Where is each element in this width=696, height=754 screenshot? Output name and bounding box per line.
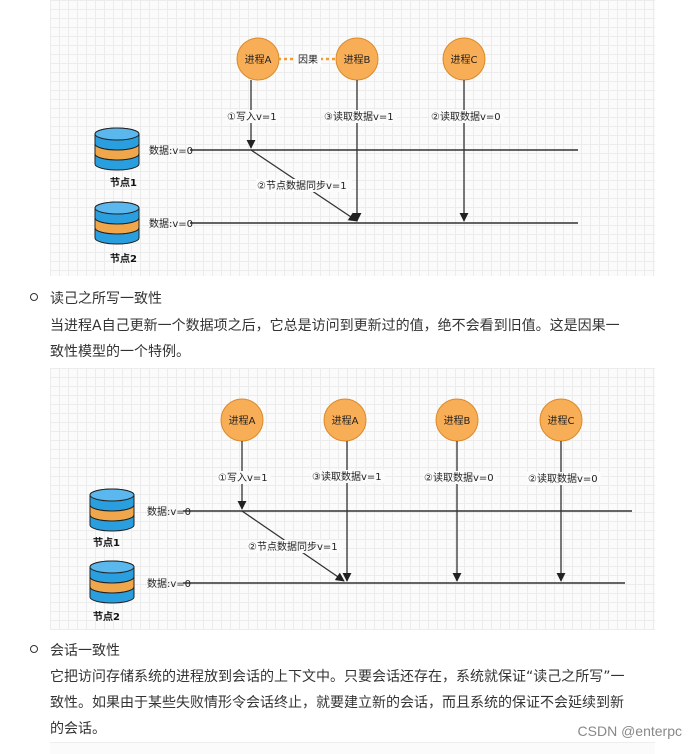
node2-data-label: 数据:v=0 xyxy=(149,217,193,230)
read-your-writes-svg: 节点1 节点2 数据:v=0 数据:v=0 进程A 进程A 进程B 进程C ①写… xyxy=(89,398,632,623)
bullet-title: 读己之所写一致性 xyxy=(50,291,162,307)
sync-label: ②节点数据同步v=1 xyxy=(257,179,347,192)
database-icon xyxy=(94,127,140,171)
process-c-label: 进程C xyxy=(451,54,478,66)
op-read-b-label: ②读取数据v=0 xyxy=(424,471,494,484)
process-a-label: 进程A xyxy=(245,54,272,66)
op-read-c-label: ②读取数据v=0 xyxy=(431,110,501,123)
op-read-c-label: ②读取数据v=0 xyxy=(528,472,598,485)
bullet-dot xyxy=(30,645,38,653)
process-a2-circle xyxy=(323,398,367,442)
database-icon xyxy=(89,560,135,604)
bullet-dot xyxy=(30,293,38,301)
para-line: 它把访问存储系统的进程放到会话的上下文中。只要会话还存在，系统就保证“读己之所写… xyxy=(50,669,625,685)
op-write-label: ①写入v=1 xyxy=(227,111,277,123)
process-b-label: 进程B xyxy=(444,415,471,427)
read-your-writes-diagram: 节点1 节点2 数据:v=0 数据:v=0 进程A 进程A 进程B 进程C ①写… xyxy=(50,368,655,630)
para-line: 致性。如果由于某些失败情形令会话终止，就要建立新的会话，而且系统的保证不会延续到… xyxy=(50,695,624,711)
node1-label: 节点1 xyxy=(110,176,137,189)
node2-label: 节点2 xyxy=(93,610,120,623)
sync-label: ②节点数据同步v=1 xyxy=(248,540,338,553)
causal-diagram-svg: 节点1 节点2 数据:v=0 数据:v=0 因果 进程A 进程B 进程C ①写入… xyxy=(94,37,578,265)
process-a-circle xyxy=(236,37,280,81)
watermark: CSDN @enterpc xyxy=(577,723,682,739)
para-line: 当进程A自己更新一个数据项之后，它总是访问到更新过的值，绝不会看到旧值。这是因果… xyxy=(50,318,620,334)
causal-label: 因果 xyxy=(298,54,318,66)
process-a2-label: 进程A xyxy=(332,415,359,427)
node1-label: 节点1 xyxy=(93,536,120,549)
para-line: 致性模型的一个特例。 xyxy=(50,344,190,360)
causal-diagram: 节点1 节点2 数据:v=0 数据:v=0 因果 进程A 进程B 进程C ①写入… xyxy=(50,0,655,276)
paragraph-session: 它把访问存储系统的进程放到会话的上下文中。只要会话还存在，系统就保证“读己之所写… xyxy=(50,664,660,742)
node2-data-label: 数据:v=0 xyxy=(147,577,191,590)
op-read-b-label: ③读取数据v=1 xyxy=(324,110,394,123)
paragraph-read-your-writes: 当进程A自己更新一个数据项之后，它总是访问到更新过的值，绝不会看到旧值。这是因果… xyxy=(50,313,660,365)
bullet-title: 会话一致性 xyxy=(50,643,120,659)
para-line: 的会话。 xyxy=(50,721,106,737)
database-icon xyxy=(94,201,140,245)
op-write-label: ①写入v=1 xyxy=(218,472,268,484)
process-b-label: 进程B xyxy=(344,54,371,66)
process-c-label: 进程C xyxy=(548,415,575,427)
op-read-a-label: ③读取数据v=1 xyxy=(312,470,382,483)
database-icon xyxy=(89,488,135,532)
next-diagram-edge xyxy=(50,742,655,754)
node1-data-label: 数据:v=0 xyxy=(149,144,193,157)
node1-data-label: 数据:v=0 xyxy=(147,505,191,518)
process-a-label: 进程A xyxy=(229,415,256,427)
node2-label: 节点2 xyxy=(110,252,137,265)
